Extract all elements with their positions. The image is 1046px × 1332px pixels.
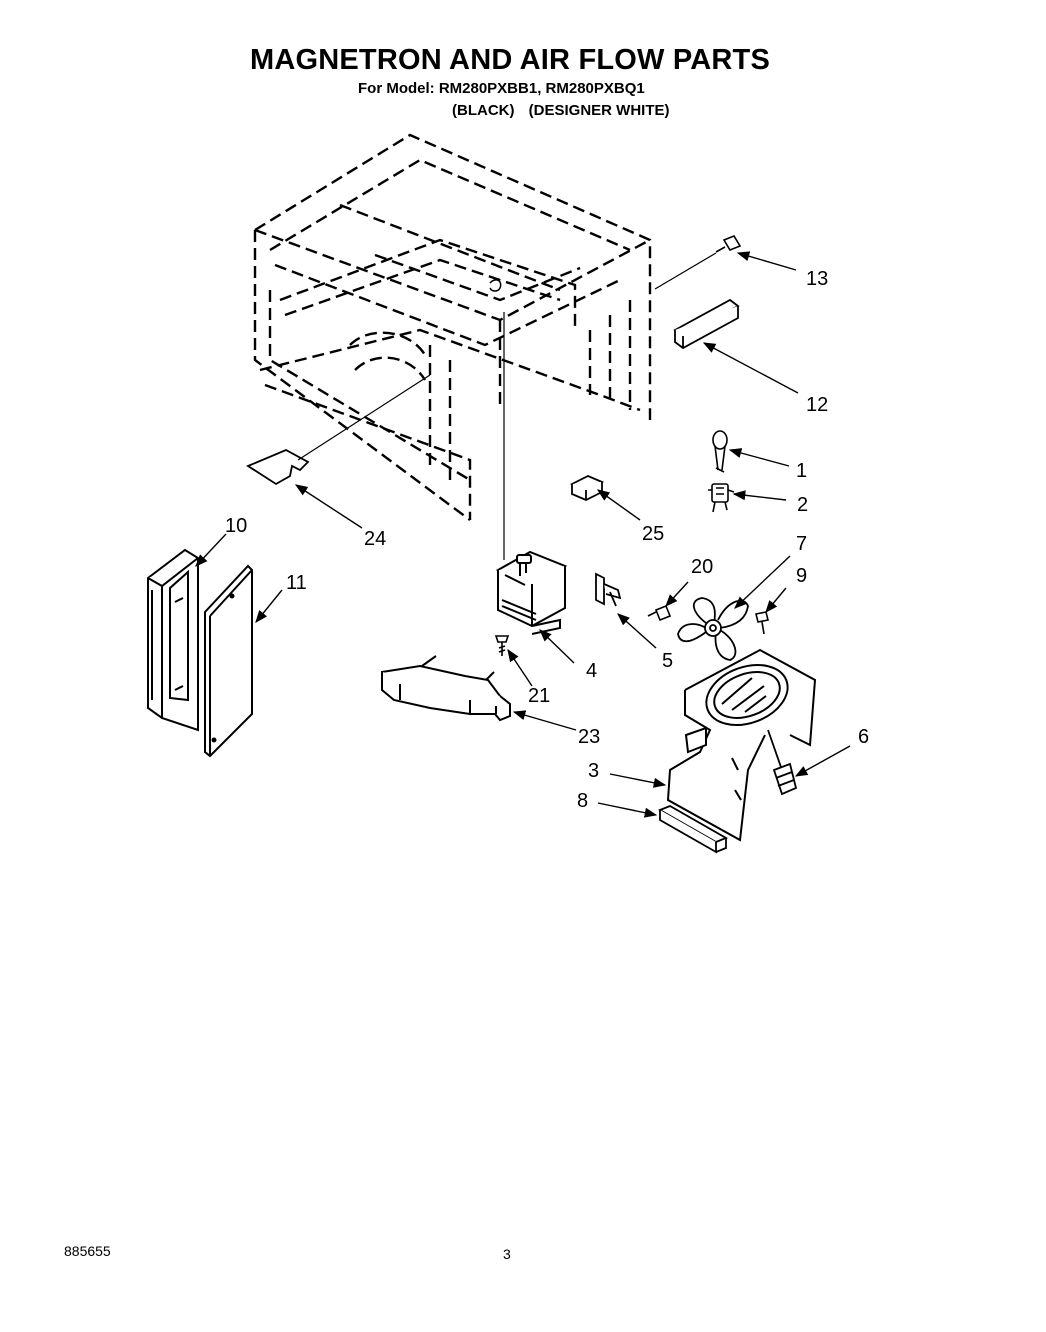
callout-2: 2 [797, 494, 808, 516]
callout-5: 5 [662, 650, 673, 672]
part-21-screw [494, 635, 510, 656]
part-6-fan-motor [767, 729, 798, 796]
part-24-gasket [246, 449, 310, 486]
callout-20: 20 [691, 556, 713, 578]
callout-24: 24 [364, 528, 386, 550]
callout-10: 10 [225, 515, 247, 537]
callout-1: 1 [796, 460, 807, 482]
part-4-magnetron [495, 550, 568, 635]
part-8-bar [657, 805, 729, 854]
part-3-fan-duct [666, 648, 817, 842]
callout-arrows [195, 251, 851, 818]
part-20-screw [647, 604, 672, 622]
callout-6: 6 [858, 726, 869, 748]
callout-3: 3 [588, 760, 599, 782]
part-13-screw [715, 235, 742, 253]
callout-9: 9 [796, 565, 807, 587]
part-23-duct [381, 655, 511, 722]
document-number: 885655 [64, 1243, 111, 1259]
part-25-block [569, 475, 605, 501]
model-variants: (BLACK) (DESIGNER WHITE) [452, 102, 680, 119]
callout-numbers: 13 12 1 2 25 24 10 11 20 7 9 4 5 21 23 6… [225, 268, 869, 812]
callout-25: 25 [642, 523, 664, 545]
part-11-plate [204, 564, 253, 758]
callout-21: 21 [528, 685, 550, 707]
variant-designer-white: (DESIGNER WHITE) [528, 102, 670, 119]
part-1-fuse [712, 430, 728, 473]
callout-11: 11 [286, 572, 307, 594]
part-7-fan-blade [677, 597, 749, 661]
part-12-bar [673, 298, 740, 350]
callout-8: 8 [577, 790, 588, 812]
cabinet-outline [253, 133, 652, 521]
callout-12: 12 [806, 394, 828, 416]
leader-lines [297, 252, 717, 560]
callout-23: 23 [578, 726, 600, 748]
page-title: MAGNETRON AND AIR FLOW PARTS [249, 44, 771, 76]
model-numbers: For Model: RM280PXBB1, RM280PXBQ1 [358, 80, 645, 97]
callout-7: 7 [796, 533, 807, 555]
part-5-thermostat [595, 572, 622, 607]
variant-black: (BLACK) [452, 102, 515, 119]
page-number: 3 [503, 1246, 511, 1262]
part-2-fuse-holder [708, 483, 735, 513]
part-10-frame [147, 548, 199, 732]
callout-13: 13 [806, 268, 828, 290]
part-9-screw [755, 611, 769, 635]
callout-4: 4 [586, 660, 597, 682]
